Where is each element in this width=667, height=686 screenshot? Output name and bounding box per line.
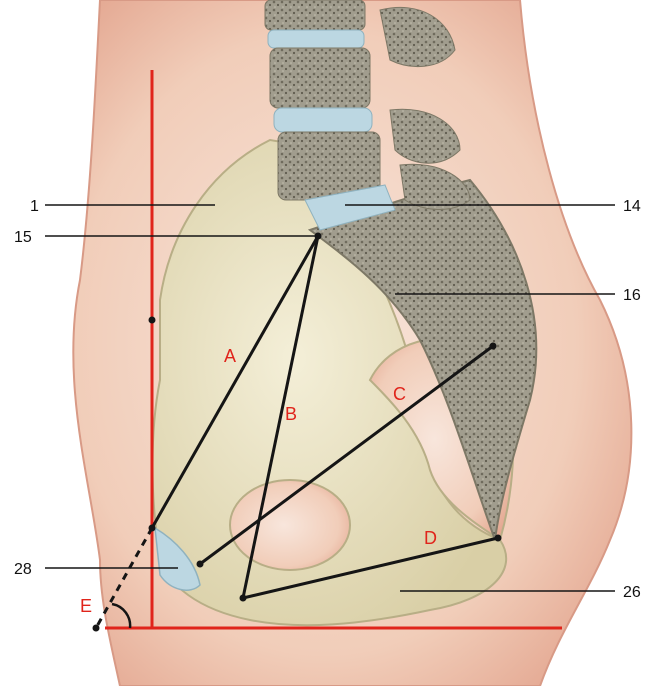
label-1: 1 (30, 198, 39, 215)
vertebra (265, 0, 365, 30)
disc (268, 30, 364, 48)
label-a: A (224, 346, 236, 366)
disc (274, 108, 372, 132)
point-e (93, 625, 100, 632)
point-coccyx (495, 535, 502, 542)
label-14: 14 (623, 198, 641, 215)
label-15: 15 (14, 229, 32, 246)
point-pubic-inner (197, 561, 204, 568)
label-26: 26 (623, 584, 641, 601)
label-d: D (424, 528, 437, 548)
point-pubic-upper (149, 525, 156, 532)
point-pubic-lower (240, 595, 247, 602)
label-e: E (80, 596, 92, 616)
obturator-foramen (230, 480, 350, 570)
vertebra (270, 48, 370, 108)
label-16: 16 (623, 287, 641, 304)
label-28: 28 (14, 561, 32, 578)
label-b: B (285, 404, 297, 424)
point-sacrum (490, 343, 497, 350)
point-spine (149, 317, 156, 324)
label-c: C (393, 384, 406, 404)
